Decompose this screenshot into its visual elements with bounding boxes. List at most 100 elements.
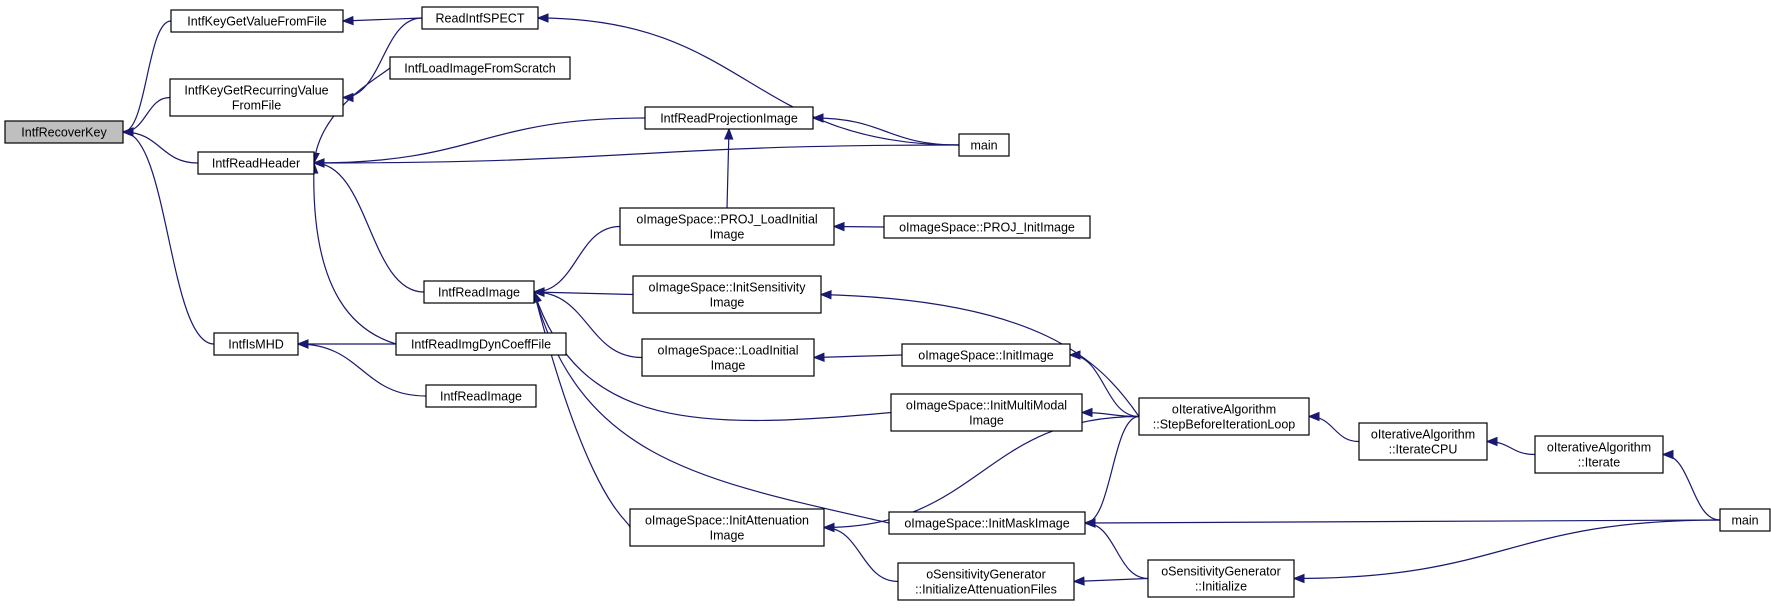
edge-initimage-to-loadinit-arrowhead [812, 352, 825, 362]
node-box[interactable] [197, 151, 315, 175]
edge-projinit-to-projload-arrowhead [832, 221, 845, 232]
node-iteratecpu[interactable]: oIterativeAlgorithm::IterateCPU [1358, 422, 1488, 461]
node-label: FromFile [232, 99, 281, 113]
node-ismhd[interactable]: IntfIsMHD [213, 332, 299, 356]
node-box[interactable] [897, 562, 1075, 601]
node-box[interactable] [213, 332, 299, 356]
edge-step-to-initsens [820, 293, 1140, 417]
edge-ismhd-to-recover-arrowhead [121, 127, 134, 137]
node-initimage[interactable]: oImageSpace::InitImage [901, 343, 1071, 367]
node-box[interactable] [1719, 508, 1771, 532]
node-box[interactable] [4, 120, 124, 144]
edge-readheader-to-recover [122, 131, 199, 164]
node-box[interactable] [423, 280, 535, 304]
node-readspect[interactable]: ReadIntfSPECT [421, 6, 539, 30]
node-initattfiles[interactable]: oSensitivityGenerator::InitializeAttenua… [897, 562, 1075, 601]
node-box[interactable] [425, 384, 537, 408]
node-label: IntfReadImgDynCoeffFile [411, 338, 551, 352]
node-box[interactable] [632, 275, 822, 314]
node-label: oImageSpace::InitAttenuation [645, 514, 809, 528]
edge-main1-to-readproj [812, 117, 960, 146]
node-projinit[interactable]: oImageSpace::PROJ_InitImage [883, 215, 1091, 239]
edge-readproj-to-readheader [313, 117, 646, 164]
node-readimage[interactable]: IntfReadImage [423, 280, 535, 304]
node-sensinit[interactable]: oSensitivityGenerator::Initialize [1147, 559, 1295, 598]
node-label: ::InitializeAttenuationFiles [915, 583, 1057, 597]
node-box[interactable] [169, 78, 344, 117]
edge-main2-to-sensinit-arrowhead [1292, 573, 1305, 584]
edge-ismhd-to-recover [122, 131, 215, 345]
node-box[interactable] [890, 393, 1083, 432]
edge-initsens-to-readimage [533, 291, 634, 296]
node-box[interactable] [641, 338, 815, 377]
edge-main2-to-iterate [1662, 453, 1721, 521]
node-box[interactable] [170, 9, 344, 33]
edge-step-to-initmulti-arrowhead [1080, 407, 1093, 418]
node-label: main [970, 139, 997, 153]
node-label: IntfIsMHD [228, 338, 284, 352]
node-box[interactable] [883, 215, 1091, 239]
node-main1[interactable]: main [958, 133, 1010, 157]
edge-keyrecur-to-recover [122, 96, 171, 133]
node-step[interactable]: oIterativeAlgorithm::StepBeforeIteration… [1138, 397, 1310, 436]
node-label: IntfKeyGetValueFromFile [187, 15, 326, 29]
node-label: oImageSpace::PROJ_LoadInitial [636, 213, 817, 227]
node-main2[interactable]: main [1719, 508, 1771, 532]
node-label: oIterativeAlgorithm [1172, 403, 1276, 417]
edge-projload-to-readproj-arrowhead [723, 127, 734, 140]
node-label: ::StepBeforeIterationLoop [1153, 418, 1296, 432]
node-box[interactable] [958, 133, 1010, 157]
edge-main2-to-sensinit [1293, 519, 1721, 580]
node-readproj[interactable]: IntfReadProjectionImage [644, 106, 814, 130]
node-box[interactable] [1534, 435, 1664, 474]
node-label: oSensitivityGenerator [926, 568, 1046, 582]
edge-main1-to-readspect-arrowhead [536, 13, 549, 23]
node-box[interactable] [1138, 397, 1310, 436]
edge-loadinit-to-readimage [533, 291, 643, 359]
node-recover[interactable]: IntfRecoverKey [4, 120, 124, 144]
node-initmask[interactable]: oImageSpace::InitMaskImage [888, 511, 1086, 535]
node-label: Image [710, 529, 745, 543]
node-box[interactable] [619, 207, 835, 246]
edge-initattfiles-to-initatten [823, 526, 899, 583]
node-label: ReadIntfSPECT [436, 12, 525, 26]
node-box[interactable] [395, 332, 567, 356]
node-label: oImageSpace::InitSensitivity [648, 281, 806, 295]
node-label: IntfRecoverKey [21, 126, 107, 140]
node-keyvalue[interactable]: IntfKeyGetValueFromFile [170, 9, 344, 33]
node-box[interactable] [1358, 422, 1488, 461]
node-iterate[interactable]: oIterativeAlgorithm::Iterate [1534, 435, 1664, 474]
node-label: IntfReadProjectionImage [660, 112, 798, 126]
node-label: oImageSpace::InitImage [918, 349, 1054, 363]
node-label: IntfReadImage [440, 390, 522, 404]
node-readdyn[interactable]: IntfReadImgDynCoeffFile [395, 332, 567, 356]
node-box[interactable] [644, 106, 814, 130]
node-layer: IntfRecoverKey IntfKeyGetValueFromFileInt… [4, 6, 1771, 601]
node-loadscratch[interactable]: IntfLoadImageFromScratch [389, 56, 571, 80]
edge-readimage-to-readheader-arrowhead [312, 158, 325, 168]
node-box[interactable] [389, 56, 571, 80]
edge-step-to-initmask [1084, 415, 1140, 524]
node-readimage2[interactable]: IntfReadImage [425, 384, 537, 408]
edge-keyvalue-to-recover [122, 20, 172, 133]
node-box[interactable] [629, 508, 825, 547]
edge-layer [121, 13, 1721, 586]
node-readheader[interactable]: IntfReadHeader [197, 151, 315, 175]
node-label: Image [710, 296, 745, 310]
node-label: IntfReadHeader [212, 157, 300, 171]
node-box[interactable] [421, 6, 539, 30]
node-label: Image [711, 359, 746, 373]
node-box[interactable] [1147, 559, 1295, 598]
edge-readspect-to-keyvalue [342, 17, 423, 22]
edge-iterate-to-iteratecpu-arrowhead [1485, 436, 1498, 447]
node-box[interactable] [888, 511, 1086, 535]
node-label: ::Iterate [1578, 456, 1620, 470]
node-box[interactable] [901, 343, 1071, 367]
